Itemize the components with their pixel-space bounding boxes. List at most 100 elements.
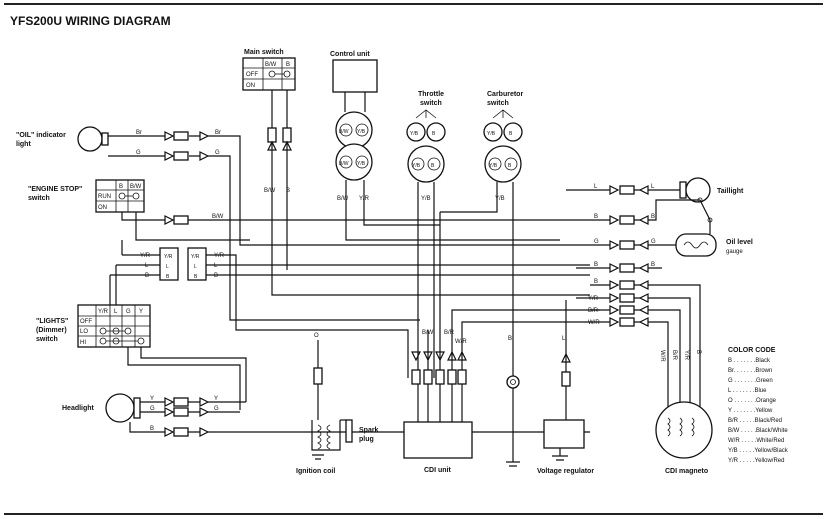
svg-text:Y/B: Y/B (489, 163, 498, 169)
color-code-title: COLOR CODE (728, 347, 776, 354)
cb-l-right: L (214, 263, 218, 269)
hl-g-label: G (150, 406, 155, 412)
connector-block: Y/RLB Y/RLB (159, 247, 207, 281)
cb-l-left: L (145, 263, 149, 269)
svg-text:B/W: B/W (339, 161, 349, 167)
svg-text:Y/B: Y/B (410, 131, 419, 137)
oil-indicator-light: "OIL" indicator light (16, 126, 109, 152)
cc-0: B . . . . . . .Black (728, 358, 771, 364)
ignition-coil: Ignition coil (296, 340, 341, 475)
main-switch-h2: B (286, 62, 290, 68)
ls-r3: HI (80, 340, 86, 346)
ls-r1: OFF (80, 319, 92, 325)
oil-g-label: G (136, 150, 141, 156)
th-yb-label: Y/B (421, 196, 431, 202)
oil-label-1: "OIL" indicator (16, 132, 66, 139)
hl-y-label2: Y (214, 396, 218, 402)
svg-text:Y/B: Y/B (412, 163, 421, 169)
cc-8: W/R . . . . .White/Red (728, 438, 784, 444)
lights-label-1: "LIGHTS" (36, 318, 68, 325)
main-switch-label: Main switch (244, 49, 284, 56)
oil-label-2: light (16, 141, 31, 148)
rc-l-1: L (594, 184, 598, 190)
ls-h3: G (126, 309, 131, 315)
svg-text:L: L (194, 264, 197, 270)
lights-switch: "LIGHTS" (Dimmer) switch Y/R L G Y OFF L… (36, 304, 151, 348)
main-switch-r2: ON (246, 83, 255, 89)
svg-text:B: B (194, 274, 198, 280)
svg-text:B: B (432, 131, 436, 137)
main-b-label: B (286, 188, 290, 194)
cc-6: B/R . . . . .Black/Red (728, 418, 782, 424)
es-h2: B/W (130, 184, 142, 190)
es-r2: ON (98, 205, 107, 211)
headlight: Headlight (62, 393, 141, 423)
rc-g-2: G (651, 239, 656, 245)
svg-text:B/W: B/W (339, 129, 349, 135)
hl-g-label2: G (214, 406, 219, 412)
es-bw-label: B/W (212, 214, 224, 220)
cc-5: Y . . . . . . .Yellow (728, 408, 773, 414)
es-label-2: switch (28, 195, 50, 202)
svg-text:Y/R: Y/R (683, 350, 689, 361)
engine-stop-switch: "ENGINE STOP" switch B B/W RUN ON (28, 179, 145, 213)
carb-label-2: switch (487, 100, 509, 107)
main-switch-r1: OFF (246, 72, 258, 78)
svg-text:B: B (695, 350, 701, 354)
cc-7: B/W . . . . .Black/White (728, 428, 788, 434)
es-r1: RUN (98, 194, 111, 200)
rc-b-2: B (594, 262, 598, 268)
es-h1: B (119, 184, 123, 190)
lights-label-2: (Dimmer) (36, 327, 67, 334)
throttle-label-1: Throttle (418, 91, 444, 98)
cu-bw-label: B/W (337, 196, 349, 202)
carb-b-label: B (508, 336, 512, 342)
cc-9: Y/B . . . . .Yellow/Black (728, 448, 789, 454)
main-bw-label: B/W (264, 188, 276, 194)
cdi-unit-label: CDI unit (424, 467, 451, 474)
svg-text:B: B (509, 131, 513, 137)
ignition-coil-label: Ignition coil (296, 468, 335, 475)
rc-g-1: G (594, 239, 599, 245)
diagram-title: YFS200U WIRING DIAGRAM (10, 14, 171, 28)
cc-4: O . . . . . . .Orange (728, 398, 777, 404)
svg-text:Y/B: Y/B (357, 129, 366, 135)
oil-g-label2: G (215, 150, 220, 156)
carb-yb-label: Y/B (495, 196, 505, 202)
cc-1: Br. . . . . . .Brown (728, 368, 772, 374)
rc-wr-1: W/R (588, 320, 600, 326)
rc-yr-1: Y/R (588, 296, 599, 302)
cdi-magneto: CDI magneto (655, 401, 713, 475)
color-code-legend: COLOR CODE B . . . . . . .Black Br. . . … (728, 347, 789, 464)
rc-b-1: B (594, 214, 598, 220)
taillight: Taillight (679, 177, 744, 203)
main-switch-h1: B/W (265, 62, 277, 68)
ls-h4: Y (139, 309, 143, 315)
svg-text:Y/B: Y/B (357, 161, 366, 167)
main-switch: Main switch B/W B OFF ON (242, 49, 296, 91)
ls-r2: LO (80, 329, 88, 335)
hl-b-label: B (150, 426, 154, 432)
svg-text:Y/B: Y/B (487, 131, 496, 137)
svg-text:Y/R: Y/R (191, 254, 200, 260)
vreg-l-label: L (562, 336, 566, 342)
cdi-br-label: B/R (444, 330, 455, 336)
ic-o-label: O (314, 333, 319, 339)
carb-label-1: Carburetor (487, 91, 523, 98)
hl-y-label: Y (150, 396, 154, 402)
vreg-label: Voltage regulator (537, 468, 594, 475)
ls-h2: L (114, 309, 118, 315)
oil-level-gauge: Oil level gauge (675, 197, 753, 257)
oil-gauge-label-1: Oil level (726, 239, 753, 246)
cdi-unit: CDI unit (403, 421, 473, 474)
spark-label-1: Spark (359, 427, 379, 434)
cc-10: Y/R . . . . .Yellow/Red (728, 458, 784, 464)
cdi-bw-label: B/W (422, 330, 434, 336)
oil-br-label2: Br (215, 130, 221, 136)
oil-gauge-label-2: gauge (726, 249, 743, 255)
spark-plug: Spark plug (340, 419, 379, 443)
